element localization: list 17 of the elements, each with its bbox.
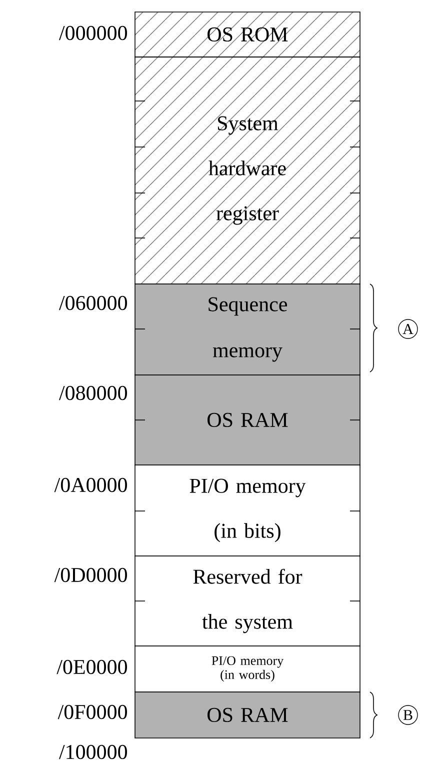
memory-block: Sequence memory <box>134 284 360 376</box>
address-label: /060000 <box>58 296 127 310</box>
address-label: /0E0000 <box>56 660 128 674</box>
memory-block: PI/O memory (in bits) <box>134 464 360 556</box>
circled-letter: A <box>398 319 418 339</box>
memory-block: System hardware register <box>134 56 360 284</box>
memory-block: Reserved for the system <box>134 556 360 646</box>
memory-block: PI/O memory (in words) <box>134 646 360 692</box>
address-label: /080000 <box>58 386 127 400</box>
memory-block: OS RAM <box>134 374 360 466</box>
memory-block: OS RAM <box>134 692 360 738</box>
address-label: /0D0000 <box>54 568 127 582</box>
address-label: /000000 <box>58 26 127 40</box>
address-label: /0F0000 <box>58 704 127 720</box>
address-label: /100000 <box>58 744 127 760</box>
circled-letter: B <box>398 705 418 725</box>
address-label: /0A0000 <box>54 478 127 492</box>
